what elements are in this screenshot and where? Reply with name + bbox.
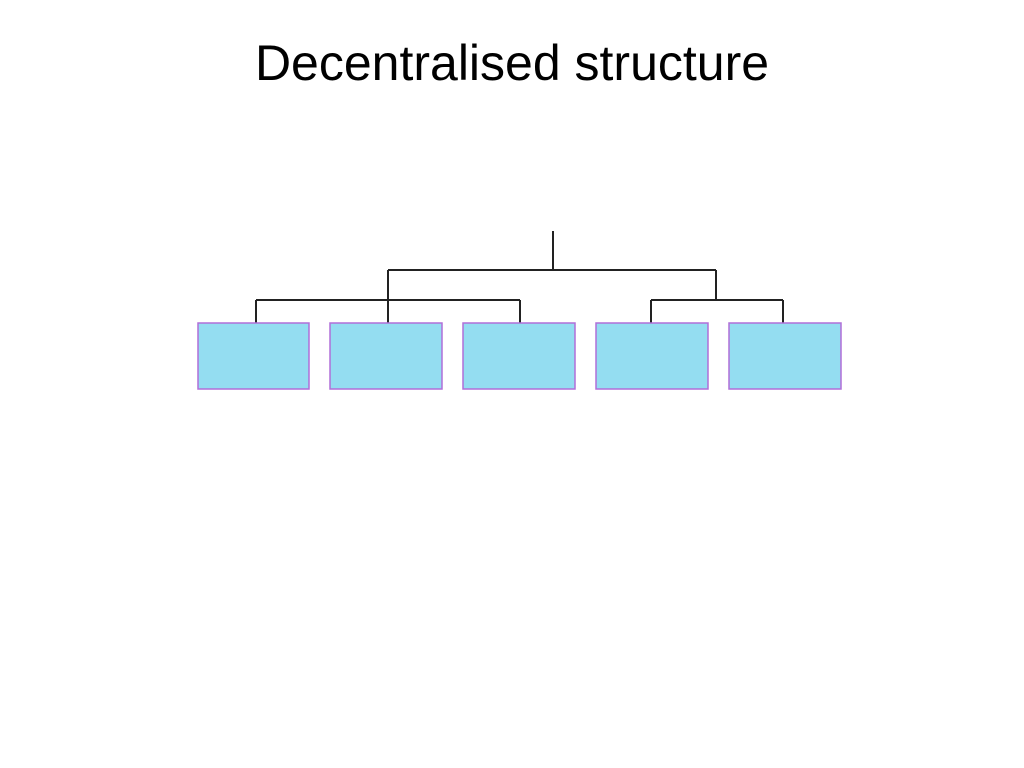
slide-title: Decentralised structure [254, 35, 770, 91]
unit-box [329, 322, 443, 390]
unit-box [197, 322, 310, 390]
unit-box [595, 322, 709, 390]
connector-lines [255, 231, 784, 323]
unit-boxes [197, 322, 842, 390]
unit-box [728, 322, 842, 390]
unit-box [462, 322, 576, 390]
